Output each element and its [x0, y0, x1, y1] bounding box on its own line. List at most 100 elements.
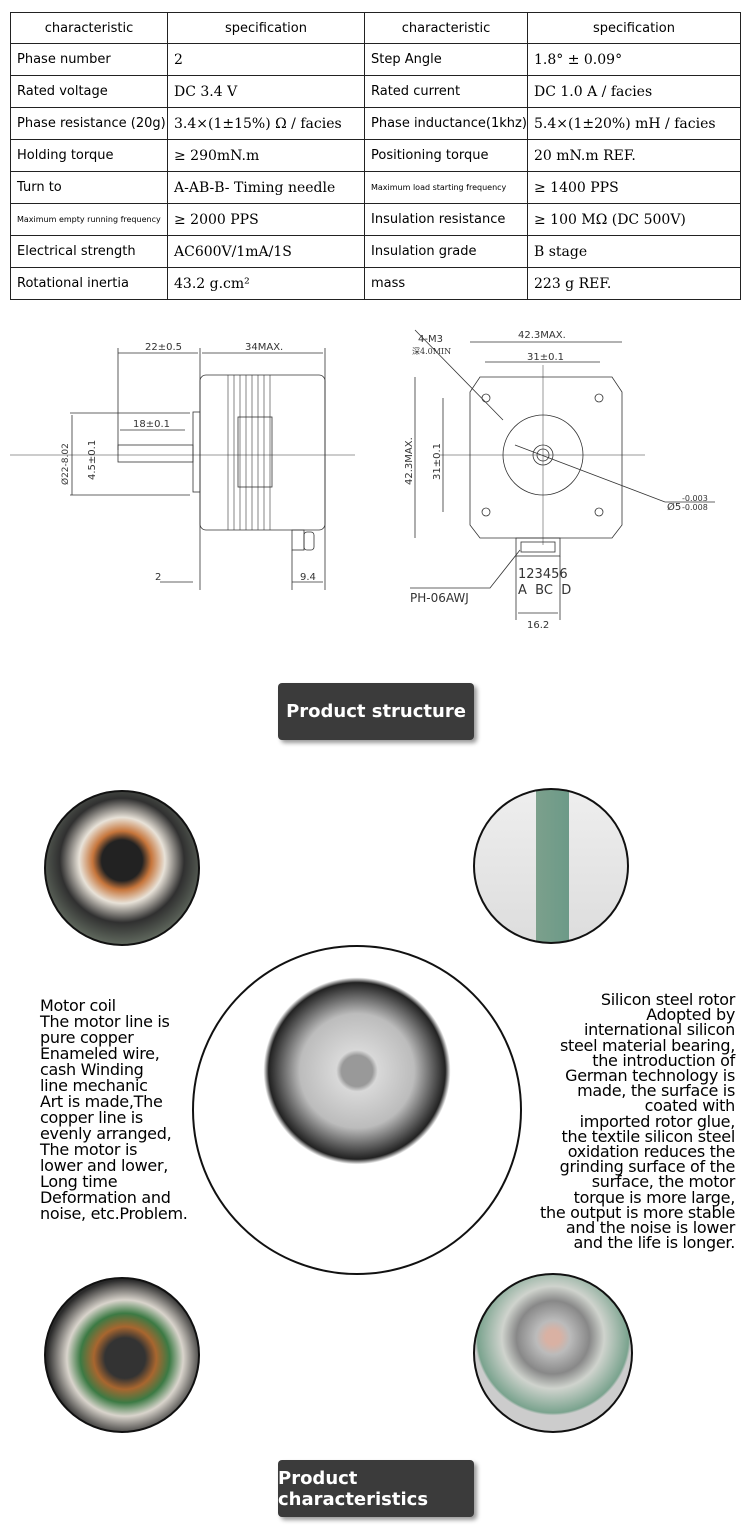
table-row: Phase resistance (20g)3.4×(1±15%) Ω / fa… — [10, 107, 741, 140]
dim-tol-lower: -0.008 — [682, 503, 708, 512]
header-cell: characteristic — [364, 12, 528, 44]
text-line: cash Winding — [40, 1060, 144, 1079]
characteristic-label: Rated current — [364, 75, 528, 108]
product-characteristics-button: Product characteristics — [278, 1460, 474, 1517]
pin-phases: A BC D — [518, 583, 571, 598]
text-line: Motor coil — [40, 996, 116, 1015]
spec-value: A-AB-B- Timing needle — [167, 171, 365, 204]
dim-hole-pitch-v: 31±0.1 — [432, 443, 443, 480]
characteristic-label: Maximum load starting frequency — [364, 171, 528, 204]
front-view: 4-M3 深4.0MIN 42.3MAX. 31±0.1 42.3MAX. 31… — [404, 329, 715, 631]
characteristic-label: Turn to — [10, 171, 168, 204]
header-cell: specification — [527, 12, 741, 44]
dim-body-length: 34MAX. — [245, 342, 283, 353]
motor-coil-photo — [44, 790, 200, 946]
characteristic-label: Phase resistance (20g) — [10, 107, 168, 140]
dim-shaft-dia: Ø5 — [667, 501, 681, 513]
text-line: The motor line is — [40, 1012, 170, 1031]
characteristic-label: Holding torque — [10, 139, 168, 172]
spec-value: 43.2 g.cm² — [167, 267, 365, 300]
dim-flange: 2 — [155, 572, 161, 583]
text-line: oxidation reduces the — [567, 1142, 736, 1162]
connector-name: PH-06AWJ — [410, 591, 469, 605]
dim-boss: Ø22-8.02 — [60, 443, 71, 485]
text-line: copper line is — [40, 1108, 143, 1127]
spec-value: ≥ 2000 PPS — [167, 203, 365, 236]
spec-value: 223 g REF. — [527, 267, 741, 300]
characteristic-label: mass — [364, 267, 528, 300]
dimension-drawing: 22±0.5 34MAX. 18±0.1 4.5±0.1 Ø22-8.02 2 … — [10, 329, 715, 631]
characteristic-label: Electrical strength — [10, 235, 168, 268]
text-line: grinding surface of the — [559, 1157, 736, 1177]
text-line: line mechanic — [40, 1076, 148, 1095]
stepper-motor-photo — [192, 945, 522, 1275]
spec-value: ≥ 290mN.m — [167, 139, 365, 172]
text-line: noise, etc.Problem. — [40, 1204, 188, 1223]
text-line: steel material bearing, — [559, 1035, 735, 1055]
characteristic-label: Phase inductance(1khz) — [364, 107, 528, 140]
dim-height: 42.3MAX. — [404, 437, 415, 485]
text-line: the introduction of — [592, 1050, 735, 1070]
text-line: made, the surface is — [577, 1081, 735, 1101]
dim-hole-pitch: 31±0.1 — [527, 352, 564, 363]
pin-numbers: 123456 — [518, 567, 568, 582]
dim-connector: 9.4 — [300, 572, 316, 583]
spec-value: AC600V/1mA/1S — [167, 235, 365, 268]
text-line: Adopted by — [646, 1005, 735, 1025]
product-structure-button: Product structure — [278, 683, 474, 740]
text-line: German technology is — [565, 1066, 735, 1086]
spec-value: B stage — [527, 235, 741, 268]
characteristic-label: Step Angle — [364, 43, 528, 76]
dim-depth: 深4.0MIN — [412, 347, 451, 356]
characteristic-label: Phase number — [10, 43, 168, 76]
stator-photo — [44, 1277, 200, 1433]
bearing-photo — [473, 1273, 633, 1433]
dim-connector-width: 16.2 — [527, 620, 549, 631]
dim-holes: 4-M3 — [418, 334, 443, 345]
dim-shaft-length: 22±0.5 — [145, 342, 182, 353]
text-line: evenly arranged, — [40, 1124, 172, 1143]
spec-value: 3.4×(1±15%) Ω / facies — [167, 107, 365, 140]
text-line: Enameled wire, — [40, 1044, 160, 1063]
spec-value: DC 1.0 A / facies — [527, 75, 741, 108]
spec-value: 20 mN.m REF. — [527, 139, 741, 172]
table-row: Maximum empty running frequency≥ 2000 PP… — [10, 203, 741, 236]
characteristic-label: Insulation grade — [364, 235, 528, 268]
dim-width: 42.3MAX. — [518, 330, 566, 341]
characteristic-label: Maximum empty running frequency — [10, 203, 168, 236]
text-line: the textile silicon steel — [561, 1126, 736, 1146]
text-line: Deformation and — [40, 1188, 171, 1207]
text-line: coated with — [644, 1096, 736, 1116]
header-cell: characteristic — [10, 12, 168, 44]
spec-value: ≥ 1400 PPS — [527, 171, 741, 204]
dim-key-length: 18±0.1 — [133, 419, 170, 430]
spec-value: 5.4×(1±20%) mH / facies — [527, 107, 741, 140]
spec-value: 2 — [167, 43, 365, 76]
spec-value: ≥ 100 MΩ (DC 500V) — [527, 203, 741, 236]
text-line: Art is made,The — [40, 1092, 163, 1111]
text-line: international silicon — [583, 1020, 735, 1040]
text-line: surface, the motor — [591, 1172, 736, 1192]
rotor-photo — [473, 788, 629, 944]
text-line: imported rotor glue, — [579, 1111, 736, 1131]
side-view: 22±0.5 34MAX. 18±0.1 4.5±0.1 Ø22-8.02 2 … — [10, 342, 355, 590]
text-line: and the life is longer. — [573, 1233, 735, 1253]
text-line: pure copper — [40, 1028, 134, 1047]
text-line: torque is more large, — [573, 1187, 736, 1207]
spec-value: DC 3.4 V — [167, 75, 365, 108]
text-line: Silicon steel rotor — [600, 990, 735, 1009]
dim-tol-upper: -0.003 — [682, 494, 708, 503]
text-line: the output is more stable — [540, 1202, 735, 1222]
text-line: Long time — [40, 1172, 118, 1191]
text-line: and the noise is lower — [565, 1218, 735, 1238]
spec-value: 1.8° ± 0.09° — [527, 43, 741, 76]
text-line: The motor is — [40, 1140, 138, 1159]
